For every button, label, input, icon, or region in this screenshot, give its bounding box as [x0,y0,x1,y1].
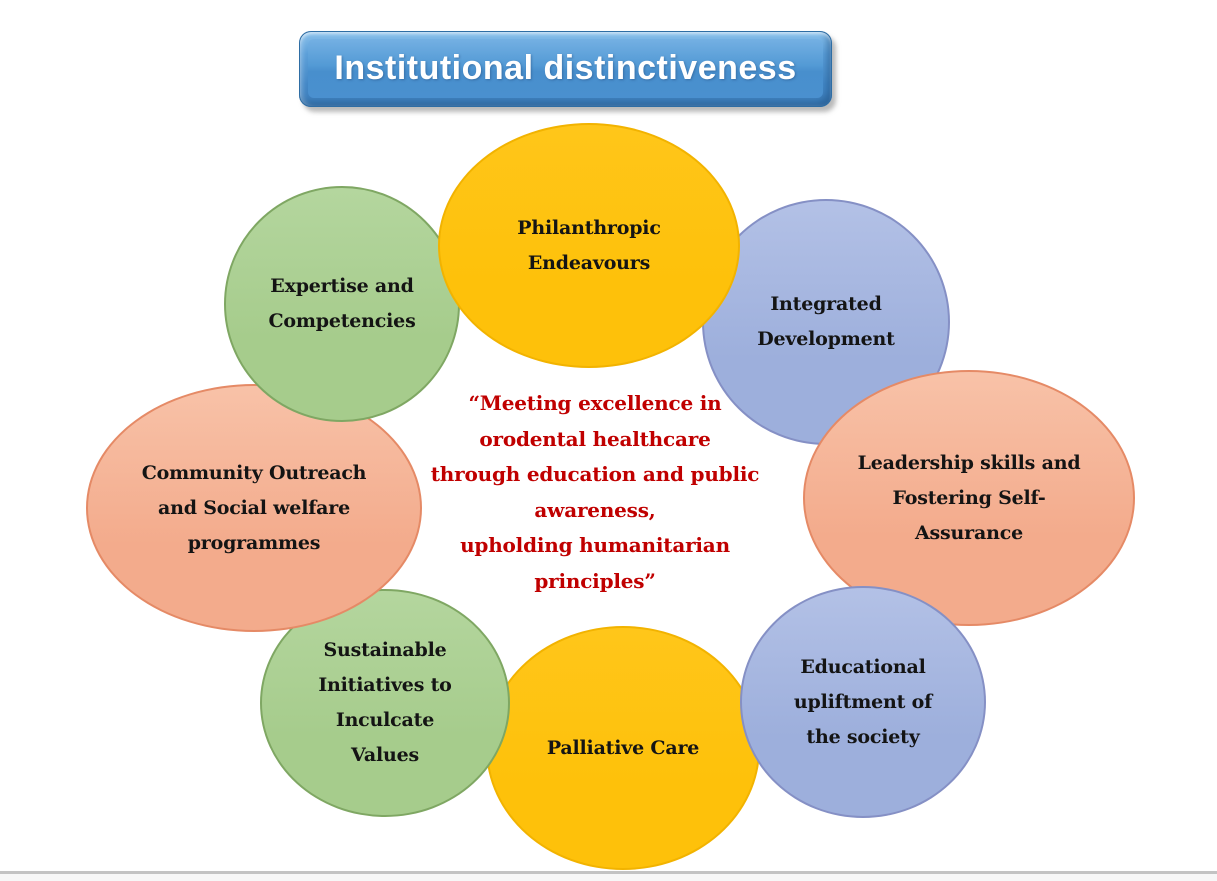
bubble-label-palliative-care: Palliative Care [546,736,700,759]
bubble-label-integrated-development: Integrated Development [757,293,895,350]
bubble-palliative-care: Palliative Care [486,626,760,870]
bubble-label-expertise-and-competencies: Expertise and Competencies [268,275,416,332]
bubble-philanthropic-endeavours: Philanthropic Endeavours [438,123,740,368]
page-title: Institutional distinctiveness [334,49,797,87]
page-bottom-divider [0,871,1217,874]
bubble-label-sustainable-initiatives: Sustainable Initiatives to Inculcate Val… [318,639,452,766]
bubble-integrated-development: Integrated Development [702,199,950,445]
bubble-leadership-skills: Leadership skills and Fostering Self- As… [803,370,1135,626]
title-banner: Institutional distinctiveness [299,31,832,107]
bubble-expertise-and-competencies: Expertise and Competencies [224,186,460,422]
bubble-label-leadership-skills: Leadership skills and Fostering Self- As… [857,451,1081,544]
center-quote: “Meeting excellence in orodental healthc… [430,391,760,593]
bubble-educational-upliftment: Educational upliftment of the society [740,586,986,818]
bubble-label-community-outreach: Community Outreach and Social welfare pr… [141,461,367,554]
bubble-community-outreach: Community Outreach and Social welfare pr… [86,384,422,632]
title-banner-face: Institutional distinctiveness [308,39,823,98]
page-bottom-margin [0,874,1217,881]
bubble-label-philanthropic-endeavours: Philanthropic Endeavours [517,216,661,274]
bubble-label-educational-upliftment: Educational upliftment of the society [793,655,933,748]
bubble-sustainable-initiatives: Sustainable Initiatives to Inculcate Val… [260,589,510,817]
